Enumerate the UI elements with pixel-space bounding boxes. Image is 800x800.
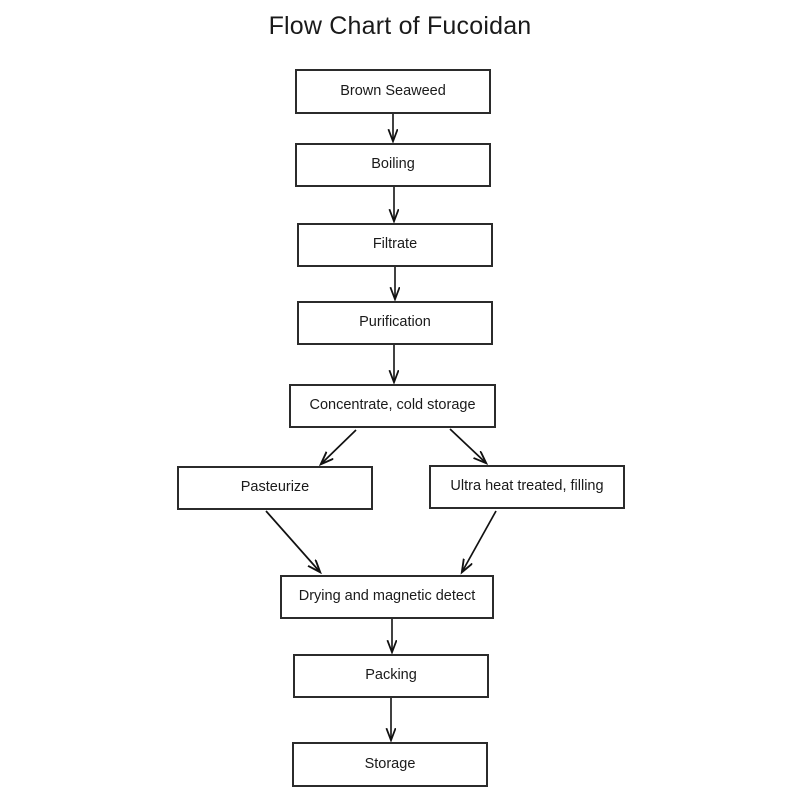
edge-concentrate-to-ultra-heat [449, 428, 486, 463]
node-label: Ultra heat treated, filling [450, 478, 604, 495]
edge-pasteurize-to-drying [265, 510, 320, 572]
node-storage[interactable]: Storage [292, 742, 488, 787]
node-label: Pasteurize [240, 479, 310, 496]
edge-ultra-heat-to-drying [462, 510, 497, 572]
node-label: Brown Seaweed [340, 82, 446, 99]
node-label: Drying and magnetic detect [298, 588, 476, 605]
node-label: Storage [364, 755, 416, 772]
node-packing[interactable]: Packing [293, 654, 489, 698]
node-pasteurize[interactable]: Pasteurize [177, 466, 373, 510]
node-label: Boiling [371, 156, 415, 173]
node-boiling[interactable]: Boiling [295, 143, 491, 187]
node-filtrate[interactable]: Filtrate [297, 223, 493, 267]
page-title: Flow Chart of Fucoidan [268, 12, 532, 40]
node-concentrate-cold-storage[interactable]: Concentrate, cold storage [289, 384, 496, 428]
edge-concentrate-to-pasteurize [321, 429, 357, 464]
node-drying-and-magnetic-detect[interactable]: Drying and magnetic detect [280, 575, 494, 619]
node-label: Purification [359, 314, 431, 331]
node-label: Packing [365, 667, 417, 684]
node-label: Concentrate, cold storage [309, 397, 476, 414]
node-label: Filtrate [372, 236, 418, 253]
node-purification[interactable]: Purification [297, 301, 493, 345]
node-brown-seaweed[interactable]: Brown Seaweed [295, 69, 491, 114]
node-ultra-heat-treated-filling[interactable]: Ultra heat treated, filling [429, 465, 625, 509]
